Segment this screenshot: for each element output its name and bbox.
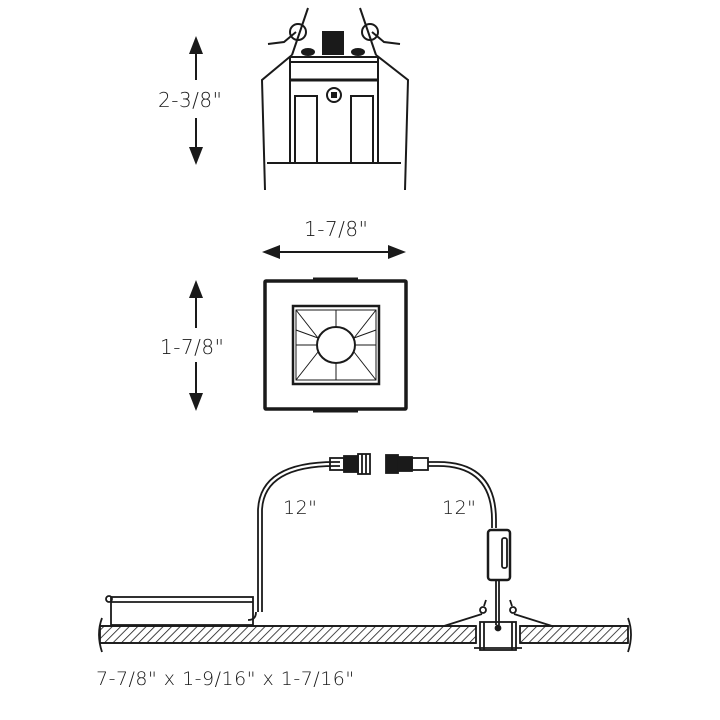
front-view	[189, 245, 408, 413]
housing	[289, 56, 379, 164]
cable-left-length-label: 12"	[283, 497, 318, 519]
quick-connector-male-icon	[329, 453, 371, 475]
cable-left	[257, 461, 340, 612]
cable-right	[428, 461, 497, 528]
center-screw-icon	[326, 87, 342, 103]
height-arrow-icon	[189, 36, 203, 165]
quick-connector-female-icon	[385, 454, 429, 474]
side-view	[189, 7, 410, 191]
front-view-width-label: 1-7/8"	[304, 217, 369, 241]
spring-clip-left-icon	[267, 7, 309, 56]
inner-reflector	[291, 304, 381, 386]
ceiling-section	[98, 617, 632, 653]
top-connector-icon	[322, 31, 344, 55]
front-view-height-label: 1-7/8"	[160, 335, 225, 359]
recessed-fixture-icon	[443, 599, 553, 651]
width-arrow-icon	[262, 245, 406, 259]
mounting-wire-frame	[260, 54, 410, 191]
installation-view	[98, 453, 632, 653]
cable-right-length-label: 12"	[442, 497, 477, 519]
square-trim	[263, 279, 408, 411]
height-arrow-icon	[189, 280, 203, 411]
side-view-height-label: 2-3/8"	[158, 88, 223, 112]
junction-box-dimensions-label: 7-7/8" x 1-9/16" x 1-7/16"	[96, 668, 355, 690]
inline-driver-icon	[486, 528, 512, 625]
spring-clip-right-icon	[359, 7, 401, 56]
lens	[316, 326, 356, 364]
junction-box	[105, 595, 254, 626]
